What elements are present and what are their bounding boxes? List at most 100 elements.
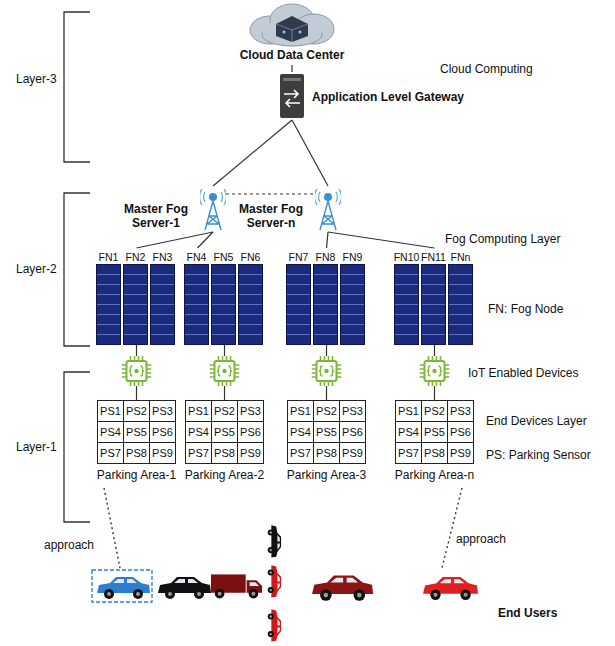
server-rack — [211, 264, 236, 345]
sensor-label: PS9 — [152, 447, 173, 459]
cell-node: PS2 — [211, 400, 238, 422]
cell-node: PS5 — [211, 421, 238, 443]
area-heading: Parking Area-2 — [160, 468, 289, 482]
server-rack — [313, 264, 338, 345]
cell-node: PS4 — [395, 421, 422, 443]
cell-node: PS3 — [339, 400, 366, 422]
cell-node: PS6 — [149, 421, 176, 443]
annotation-label: approach — [44, 538, 94, 552]
area-heading: Parking Area-1 — [72, 468, 201, 482]
sensor-label: PS7 — [290, 447, 311, 459]
cell-node: PS5 — [421, 421, 448, 443]
cloud-icon-wrap — [232, 2, 352, 48]
rack-node: FN10 — [394, 248, 421, 345]
rack-node: FN5 — [211, 248, 238, 345]
server-rack — [421, 264, 446, 345]
sensor-label: PS1 — [290, 405, 311, 417]
antenna-icon — [200, 186, 226, 232]
cell-node: PS6 — [447, 421, 474, 443]
antenna-node: Master Fog Server-1 — [200, 186, 226, 232]
cell-node: PS3 — [447, 400, 474, 422]
rack-node: FN1 — [96, 248, 123, 345]
annotation-label: End Users — [498, 606, 557, 620]
antenna-icon — [315, 186, 341, 232]
cell-node: PS5 — [123, 421, 150, 443]
cell-node: PS9 — [237, 442, 264, 464]
sensor-label: PS4 — [188, 426, 209, 438]
sensor-label: PS7 — [398, 447, 419, 459]
sensor-label: PS3 — [240, 405, 261, 417]
annotation-label: Layer-3 — [16, 72, 57, 86]
cell-node: PS8 — [421, 442, 448, 464]
sensor-label: PS7 — [100, 447, 121, 459]
node-label: FN2 — [122, 250, 149, 264]
server-rack — [286, 264, 311, 345]
node-label: FN4 — [183, 250, 210, 264]
area-node: Parking Area-1PS1PS2PS3PS4PS5PS6PS7PS8PS… — [97, 400, 176, 484]
annotation-label: End Devices Layer — [486, 414, 587, 428]
connector-line — [327, 232, 329, 248]
cell-node: PS6 — [339, 421, 366, 443]
gateway-icon — [278, 72, 306, 120]
rack-node: FN3 — [150, 248, 177, 345]
server-rack — [448, 264, 473, 345]
rack-node: FN6 — [238, 248, 265, 345]
rack-node: FN2 — [123, 248, 150, 345]
sensor-label: PS9 — [450, 447, 471, 459]
connector-line — [137, 232, 214, 248]
sensor-label: PS3 — [342, 405, 363, 417]
cell-node: PS9 — [339, 442, 366, 464]
node-label: FN11 — [420, 250, 447, 264]
connector-line — [328, 232, 435, 248]
cell-node: PS4 — [185, 421, 212, 443]
rack-node: FN4 — [184, 248, 211, 345]
sensor-label: PS2 — [126, 405, 147, 417]
annotation-label: IoT Enabled Devices — [468, 366, 579, 380]
sensor-label: PS4 — [100, 426, 121, 438]
sensor-label: PS2 — [424, 405, 445, 417]
sensor-label: PS1 — [100, 405, 121, 417]
sensor-label: PS3 — [152, 405, 173, 417]
connector-line — [213, 120, 292, 186]
node-label: FN9 — [339, 250, 366, 264]
cell-node: PS8 — [211, 442, 238, 464]
sensor-label: PS1 — [188, 405, 209, 417]
sensor-label: PS8 — [126, 447, 147, 459]
node-label: FNn — [447, 250, 474, 264]
sensor-label: PS8 — [424, 447, 445, 459]
server-rack — [184, 264, 209, 345]
annotation-label: Layer-1 — [16, 440, 57, 454]
server-rack — [340, 264, 365, 345]
node-label: FN10 — [393, 250, 420, 264]
area-node: Parking Area-nPS1PS2PS3PS4PS5PS6PS7PS8PS… — [395, 400, 474, 484]
node-title: Master Fog Server-n — [233, 202, 309, 230]
sensor-label: PS7 — [188, 447, 209, 459]
cloud-icon — [246, 2, 338, 48]
sensor-label: PS9 — [240, 447, 261, 459]
gateway-node: Application Level Gateway — [278, 72, 306, 120]
cell-node: PS9 — [447, 442, 474, 464]
cell-node: PS2 — [421, 400, 448, 422]
rack-node: FN7 — [286, 248, 313, 345]
area-node: Parking Area-2PS1PS2PS3PS4PS5PS6PS7PS8PS… — [185, 400, 264, 484]
annotation-label: Cloud Computing — [440, 62, 533, 76]
sensor-label: PS6 — [342, 426, 363, 438]
cell-node: PS3 — [149, 400, 176, 422]
cell-node: PS1 — [395, 400, 422, 422]
area-heading: Parking Area-3 — [262, 468, 391, 482]
node-label: FN1 — [95, 250, 122, 264]
node-label: FN8 — [312, 250, 339, 264]
cell-node: PS5 — [313, 421, 340, 443]
sensor-label: PS2 — [214, 405, 235, 417]
connector-line — [292, 120, 328, 186]
sensor-label: PS4 — [290, 426, 311, 438]
sensor-label: PS5 — [316, 426, 337, 438]
rack-node: FN11 — [421, 248, 448, 345]
cell-node: PS8 — [313, 442, 340, 464]
node-label: FN7 — [285, 250, 312, 264]
sensor-label: PS6 — [240, 426, 261, 438]
connector-line — [291, 65, 292, 72]
cell-node: PS6 — [237, 421, 264, 443]
connector-line — [226, 193, 315, 194]
server-rack — [96, 264, 121, 345]
